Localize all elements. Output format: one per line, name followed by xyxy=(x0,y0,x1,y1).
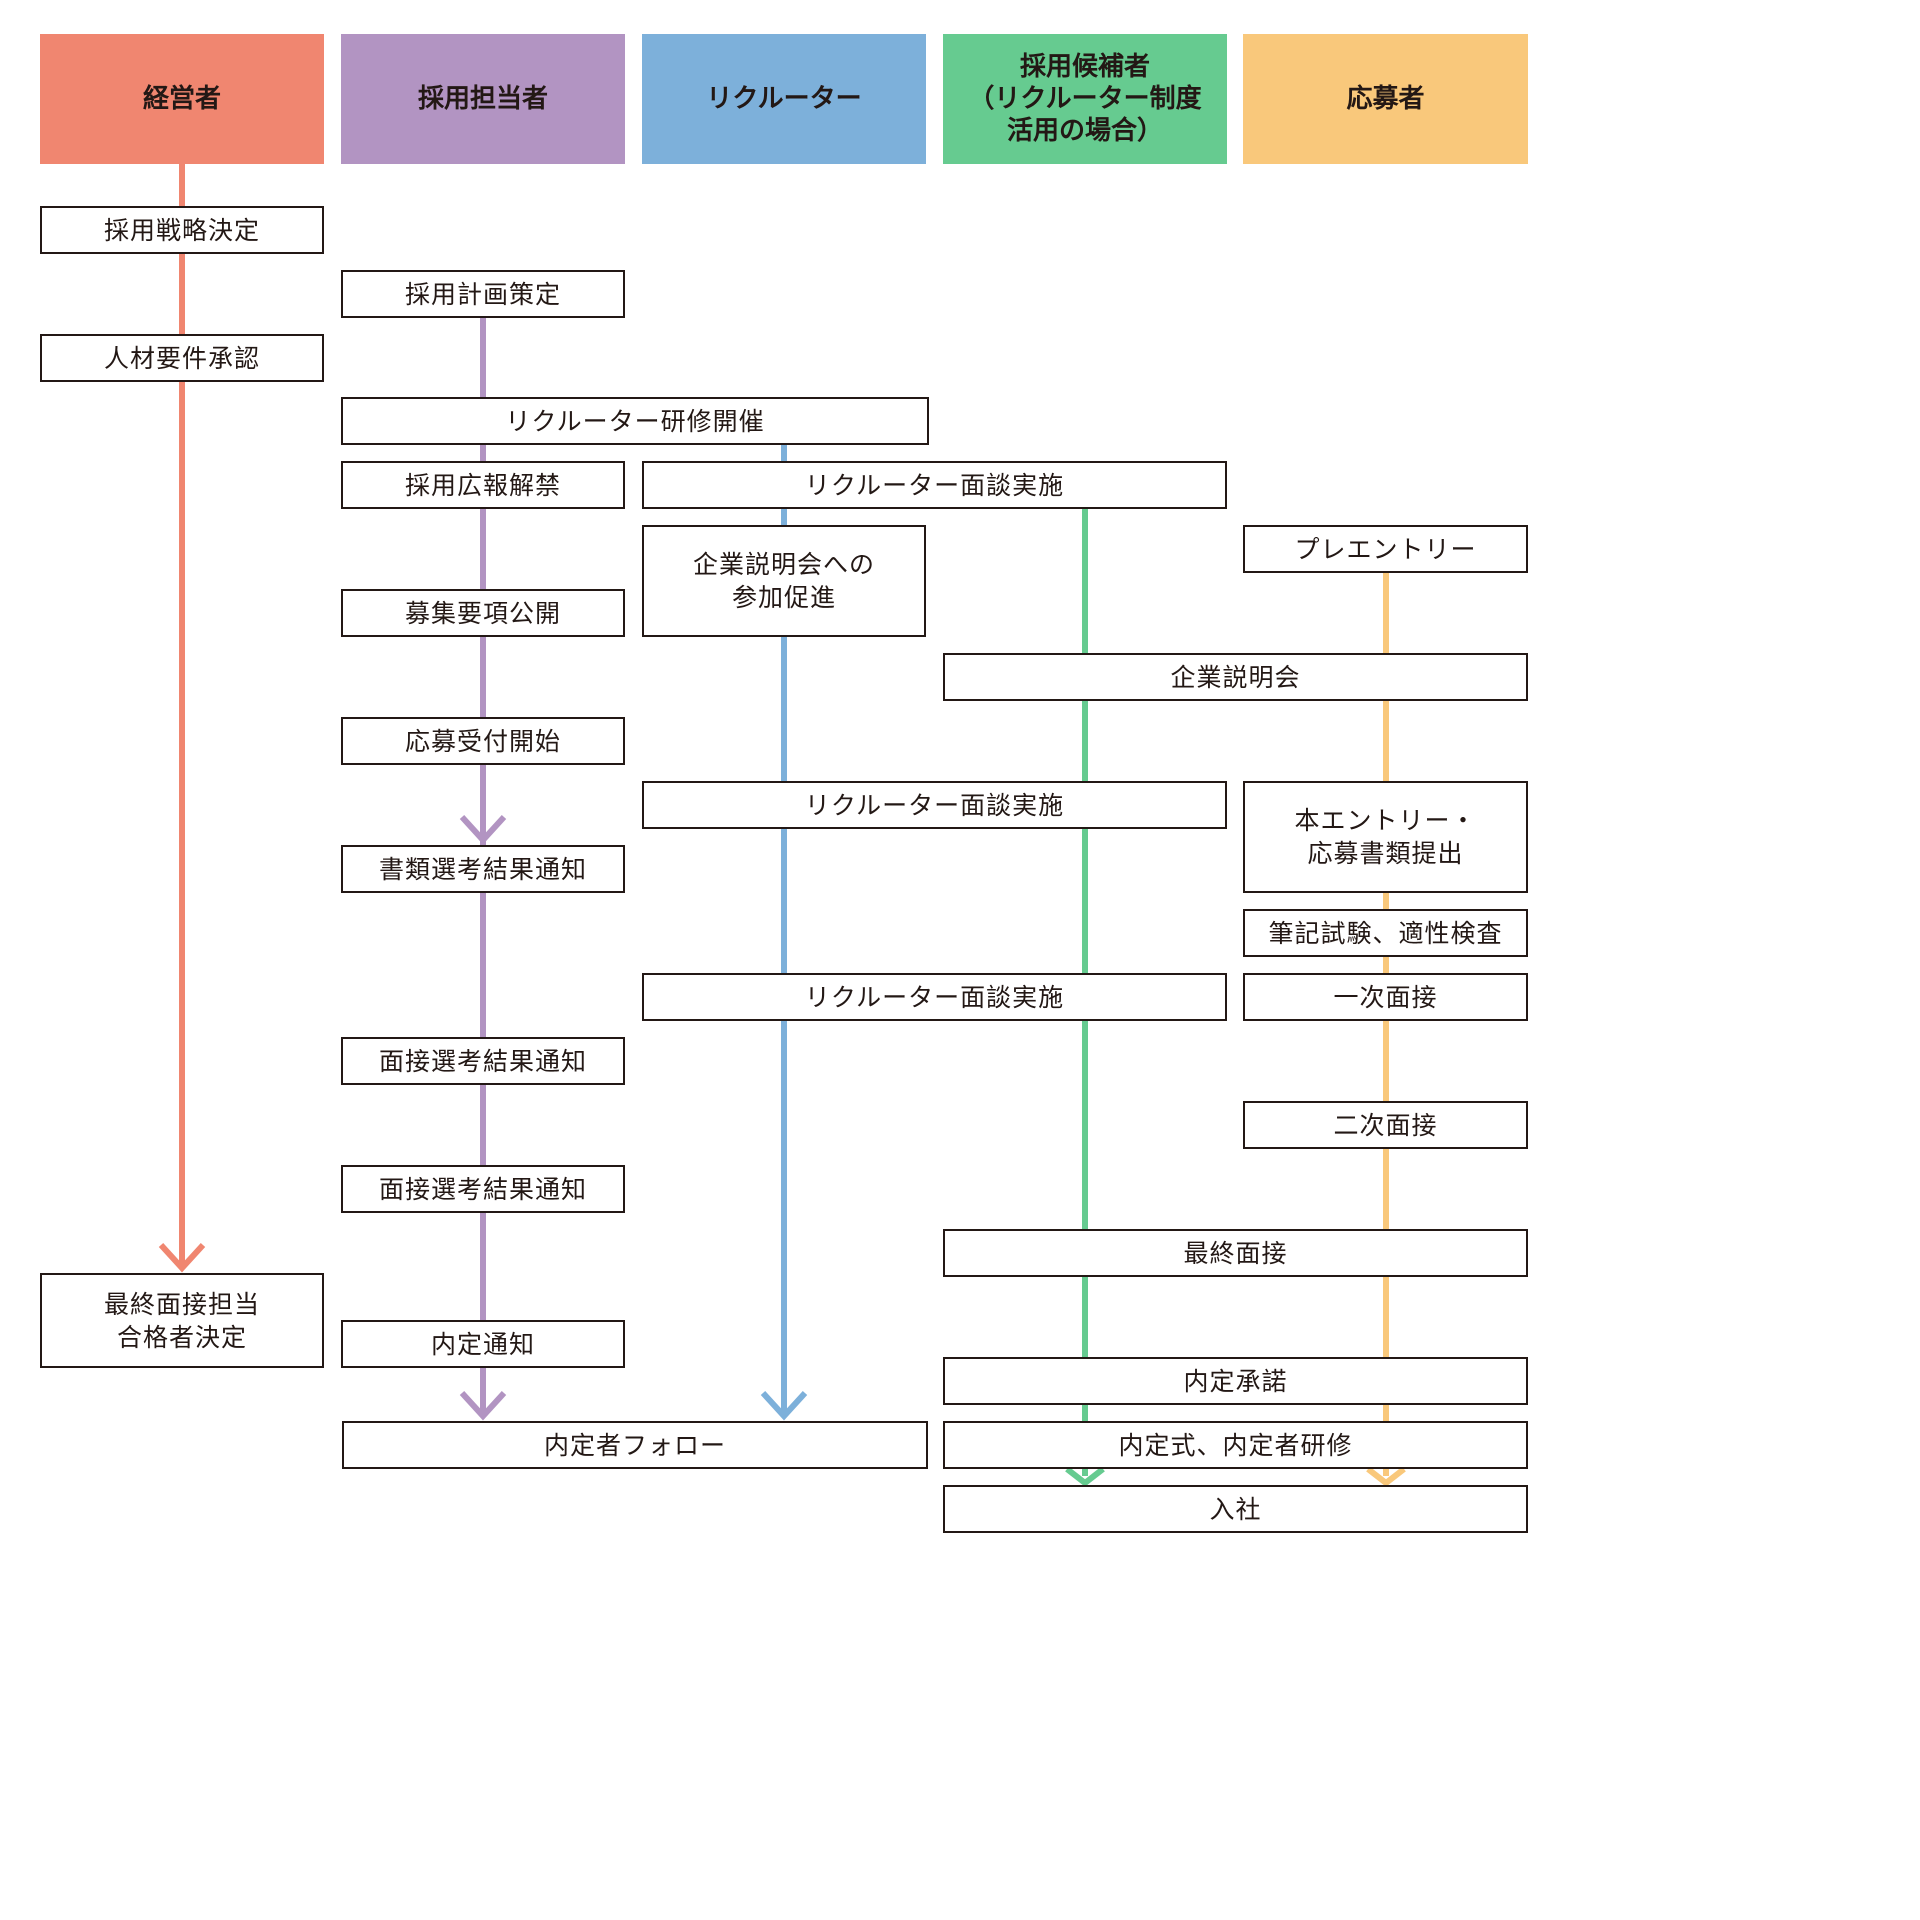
step-hon-entry: 本エントリー・ 応募書類提出 xyxy=(1243,781,1528,893)
candidate-arrow-head xyxy=(1065,1466,1105,1487)
step-mendan-1: リクルーター面談実施 xyxy=(642,461,1227,509)
lane-header-hr: 採用担当者 xyxy=(341,34,625,164)
recruiter-lane-line xyxy=(781,444,787,1412)
step-setsumeikai-sokushin: 企業説明会への 参加促進 xyxy=(642,525,926,637)
step-pre-entry: プレエントリー xyxy=(1243,525,1528,573)
step-setsumeikai: 企業説明会 xyxy=(943,653,1528,701)
applicant-arrow-head xyxy=(1366,1466,1406,1487)
step-saishu-tanto: 最終面接担当 合格者決定 xyxy=(40,1273,324,1368)
lane-header-candidate: 採用候補者 （リクルーター制度 活用の場合） xyxy=(943,34,1227,164)
step-saiyo-keikaku: 採用計画策定 xyxy=(341,270,625,318)
step-mensetsu-kekka-2: 面接選考結果通知 xyxy=(341,1165,625,1213)
step-mendan-2: リクルーター面談実施 xyxy=(642,781,1227,829)
hr-arrow-head-2 xyxy=(459,1390,507,1421)
step-recruiter-kenshu: リクルーター研修開催 xyxy=(341,397,929,445)
step-jinzai-yoken: 人材要件承認 xyxy=(40,334,324,382)
step-ichiji-mensetsu: 一次面接 xyxy=(1243,973,1528,1021)
step-saiyo-senryaku: 採用戦略決定 xyxy=(40,206,324,254)
lane-header-recruiter: リクルーター xyxy=(642,34,926,164)
step-naitei-tsuchi: 内定通知 xyxy=(341,1320,625,1368)
step-naiteisha-follow: 内定者フォロー xyxy=(342,1421,928,1469)
step-hikki-shiken: 筆記試験、適性検査 xyxy=(1243,909,1528,957)
lane-header-applicant: 応募者 xyxy=(1243,34,1528,164)
step-koho-kaikin: 採用広報解禁 xyxy=(341,461,625,509)
step-niji-mensetsu: 二次面接 xyxy=(1243,1101,1528,1149)
step-naitei-shodaku: 内定承諾 xyxy=(943,1357,1528,1405)
step-saishu-mensetsu: 最終面接 xyxy=(943,1229,1528,1277)
applicant-lane-line xyxy=(1383,572,1389,1476)
executive-lane-line xyxy=(179,164,185,1264)
recruiter-arrow-head xyxy=(760,1390,808,1421)
lane-header-executive: 経営者 xyxy=(40,34,324,164)
executive-arrow-head xyxy=(158,1242,206,1273)
step-oubo-uketsuke: 応募受付開始 xyxy=(341,717,625,765)
step-mendan-3: リクルーター面談実施 xyxy=(642,973,1227,1021)
step-mensetsu-kekka-1: 面接選考結果通知 xyxy=(341,1037,625,1085)
step-shorui-kekka: 書類選考結果通知 xyxy=(341,845,625,893)
step-boshu-kokai: 募集要項公開 xyxy=(341,589,625,637)
recruitment-flow-diagram: 経営者 採用担当者 リクルーター 採用候補者 （リクルーター制度 活用の場合） … xyxy=(40,34,1528,1533)
step-nyusha: 入社 xyxy=(943,1485,1528,1533)
hr-arrow-head-1 xyxy=(459,814,507,845)
step-naiteishiki: 内定式、内定者研修 xyxy=(943,1421,1528,1469)
